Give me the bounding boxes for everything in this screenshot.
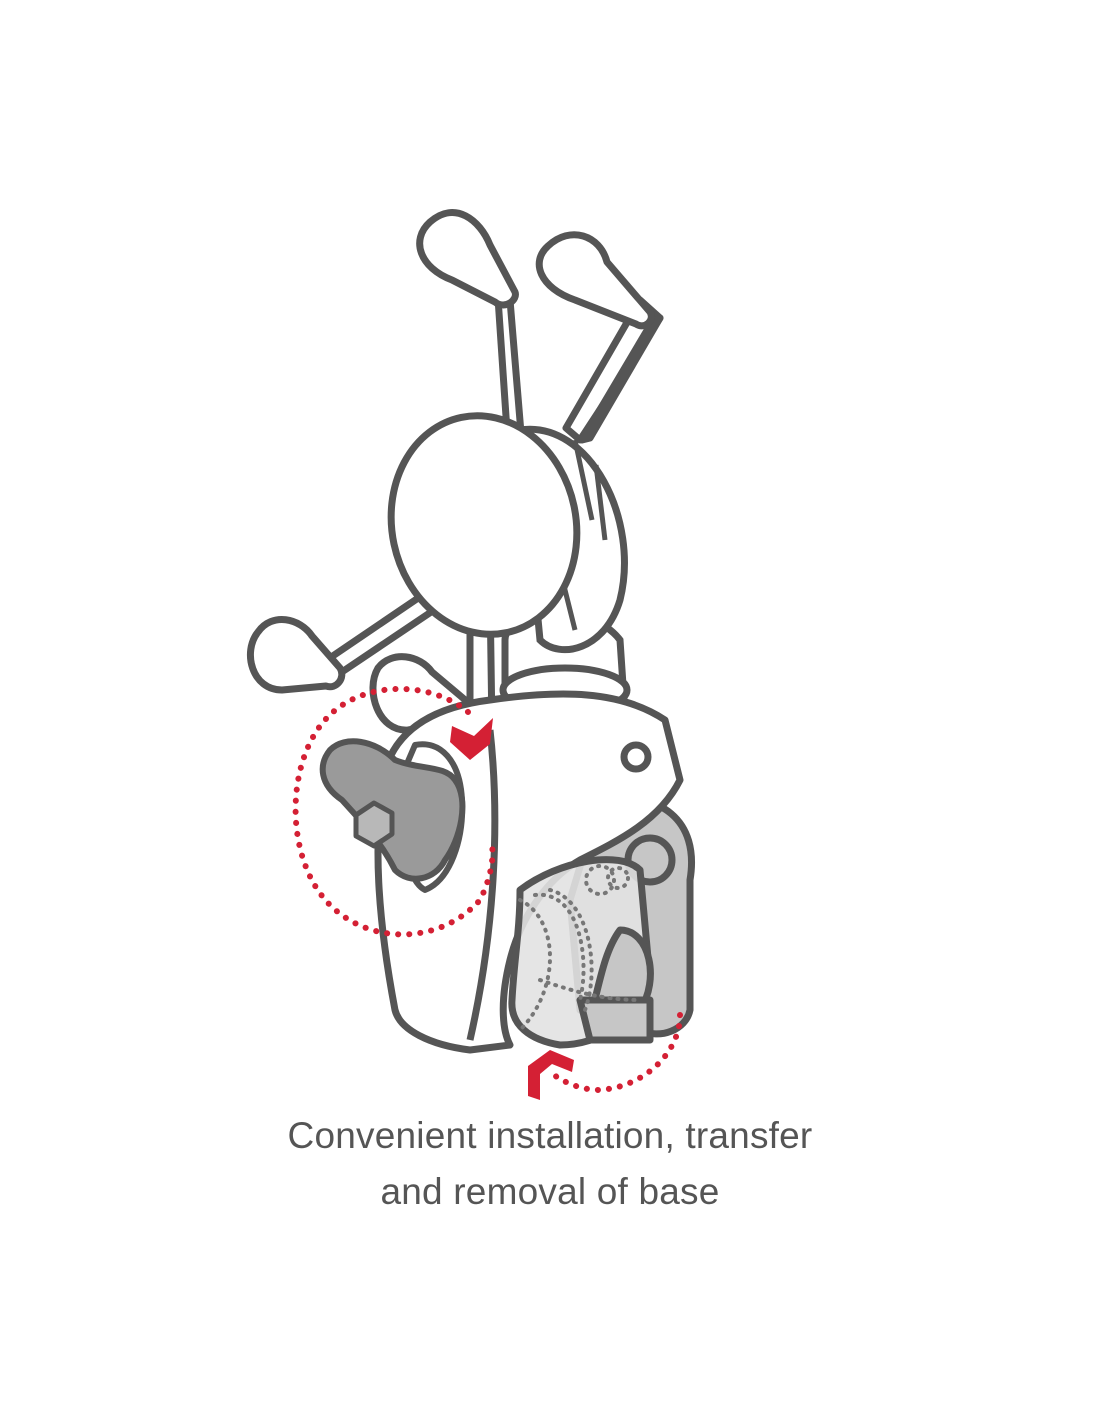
upper-right-rod-back: [578, 314, 664, 444]
holder-front-disc: [387, 412, 581, 638]
cap-upper-left: [416, 209, 519, 309]
illustration-caption: Convenient installation, transfer and re…: [0, 1108, 1100, 1220]
chevron-arrow-top: [450, 718, 493, 760]
holder-cup-slot-2: [593, 464, 608, 541]
caption-line-1: Convenient installation, transfer: [287, 1115, 813, 1156]
rotate-arrows: [292, 686, 683, 1094]
caption-line-2: and removal of base: [380, 1171, 720, 1212]
clamp-lower-jaw: [508, 856, 654, 1049]
jaw-dotted-details: [518, 864, 642, 1032]
rotate-arrow-base: [547, 1012, 683, 1094]
wing-knob: [319, 738, 466, 882]
cap-upper-right: [535, 231, 655, 330]
clamp-front-edge: [466, 729, 499, 1041]
holder-cup-slot-1: [572, 439, 595, 521]
knob-hex: [353, 800, 395, 849]
chevron-arrow-bottom: [528, 1050, 574, 1100]
clamp-screw-hole: [620, 741, 652, 773]
chevron-arrows: [450, 718, 574, 1100]
knob-assembly: [319, 738, 466, 893]
jaw-bottom-block: [576, 996, 654, 1044]
rotate-arrow-knob: [292, 686, 496, 938]
cap-lower-left: [246, 616, 346, 694]
